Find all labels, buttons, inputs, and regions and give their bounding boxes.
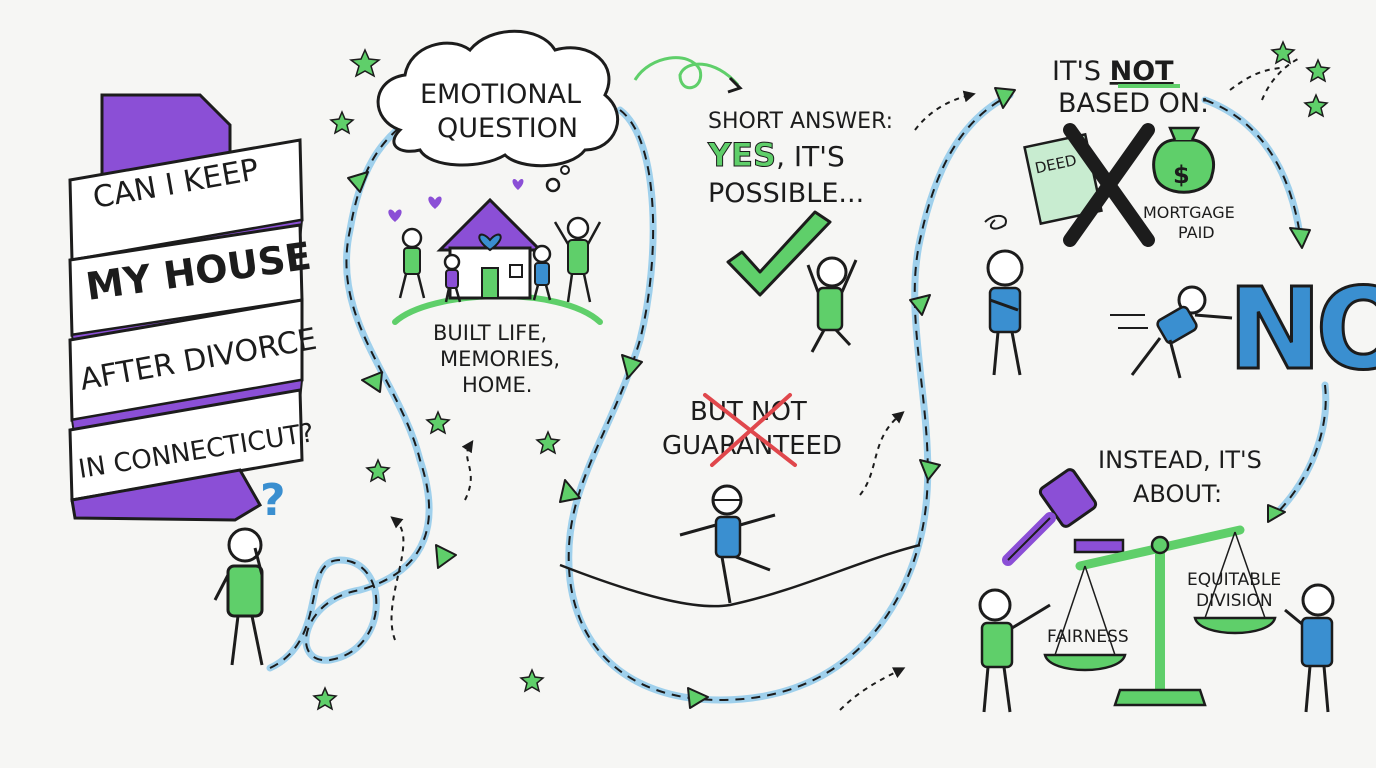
short-answer-line-3: POSSIBLE... [708,178,864,209]
right-pan-line-1: EQUITABLE [1187,570,1281,590]
short-answer-block: SHORT ANSWER: YES, IT'S POSSIBLE... [633,56,893,353]
not-based-on-block: IT'S NOT BASED ON: DEED $ MORTGAGE PAID … [984,56,1376,397]
yes-word: YES [707,136,776,174]
money-symbol: $ [1173,161,1190,189]
mortgage-line-2: PAID [1178,223,1215,242]
thinking-person: ? [213,475,286,666]
caption-line-2: MEMORIES, [440,347,560,371]
instead-block: INSTEAD, IT'S ABOUT: FAIRNESS EQUITABLE … [978,446,1335,713]
money-bag-icon [1152,138,1215,194]
mortgage-line-1: MORTGAGE [1143,203,1235,222]
its-prefix: IT'S [1052,56,1110,87]
big-x-icon [1063,123,1155,247]
cloud-line-1: EMOTIONAL [420,79,581,110]
not-guaranteed-block: BUT NOT GUARANTEED [559,393,921,608]
tightrope [559,543,921,608]
short-answer-line-1: SHORT ANSWER: [708,109,893,134]
equitable-pan [1193,616,1277,635]
guarantee-not: NOT [743,397,807,427]
house-family-scene: BUILT LIFE, MEMORIES, HOME. [388,178,603,397]
not-based-line-2: BASED ON: [1058,88,1209,119]
yes-rest: , IT'S [776,140,845,173]
red-cross-icon [703,393,797,467]
caption-line-1: BUILT LIFE, [433,321,547,345]
no-label: NO [1228,265,1376,395]
not-based-line-1: IT'S NOT [1052,56,1174,87]
gavel-icon [1038,468,1098,528]
caption-line-3: HOME. [462,373,532,397]
left-pan-label: FAIRNESS [1047,627,1129,647]
cloud-line-2: QUESTION [437,113,578,144]
check-mark-icon [726,210,832,297]
title-banner: CAN I KEEP MY HOUSE AFTER DIVORCE IN CON… [68,93,319,522]
not-emphasis: NOT [1110,56,1175,87]
guarantee-line-1: BUT NOT [690,397,807,427]
guarantee-line-2: GUARANTEED [662,431,842,461]
flow-path [266,87,1330,709]
decorative-stars [312,40,1331,711]
instead-line-1: INSTEAD, IT'S [1098,446,1262,474]
decorative-arrows [390,57,1301,711]
instead-line-2: ABOUT: [1133,480,1222,508]
emotional-question-cloud: EMOTIONAL QUESTION [376,29,620,193]
fairness-pan [1043,653,1127,672]
question-mark: ? [260,475,286,526]
short-answer-yes: YES, IT'S [707,136,845,174]
right-pan-line-2: DIVISION [1196,591,1273,611]
